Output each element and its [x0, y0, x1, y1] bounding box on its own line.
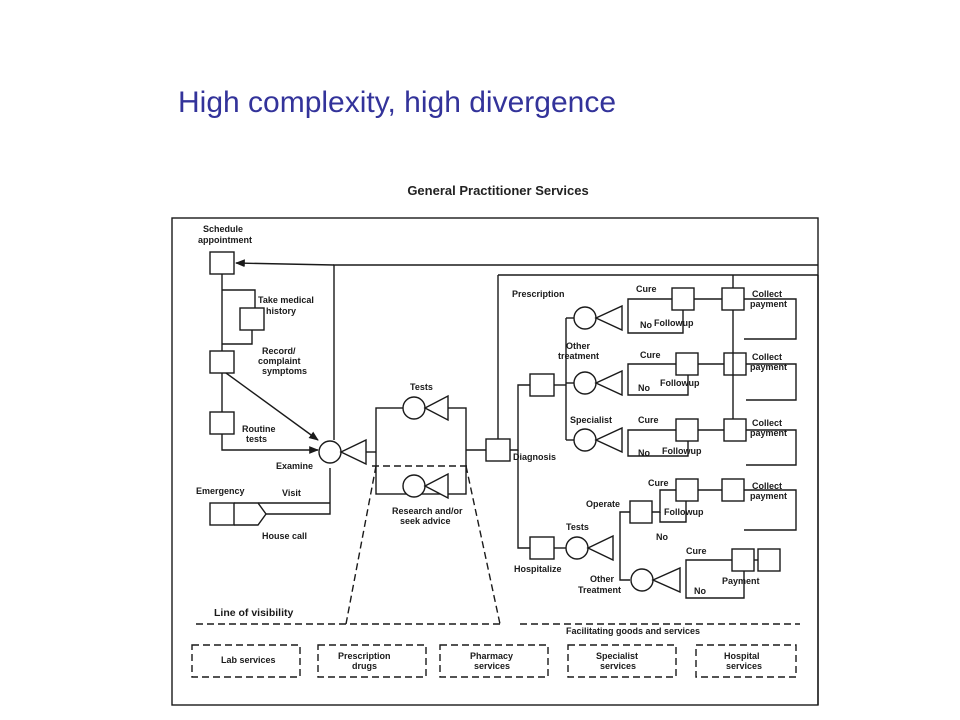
take-history-label: Take medical history	[258, 295, 316, 316]
svg-text:Cure: Cure	[636, 284, 657, 294]
hospital-services-label: Hospital services	[724, 651, 762, 671]
svg-text:No: No	[694, 586, 706, 596]
diagnosis-box	[485, 438, 511, 462]
pharmacy-services-box	[439, 644, 549, 678]
other-treatment-label: Other treatment	[558, 341, 599, 361]
treatment-box	[529, 373, 555, 397]
tests-triangle	[423, 394, 449, 422]
slide-title: High complexity, high divergence	[178, 86, 617, 119]
take-history-box	[239, 307, 265, 331]
hospital-other-treatment-label: Other Treatment	[578, 574, 621, 595]
specialist-label: Specialist	[570, 415, 612, 425]
svg-text:Payment: Payment	[722, 576, 760, 586]
emergency-box	[209, 502, 235, 526]
research-node	[402, 474, 426, 498]
svg-text:Followup: Followup	[660, 378, 700, 388]
other-treatment-row	[566, 352, 747, 397]
research-advice-label: Research and/or seek advice	[392, 506, 465, 526]
specialist-row	[566, 418, 747, 457]
svg-text:Cure: Cure	[638, 415, 659, 425]
operate-label: Operate	[586, 499, 620, 509]
prescription-label: Prescription	[512, 289, 565, 299]
routine-tests-label: Routine tests	[242, 424, 278, 444]
routine-tests-box	[209, 411, 235, 435]
svg-text:No: No	[640, 320, 652, 330]
emergency-label: Emergency	[196, 486, 245, 496]
svg-text:No: No	[638, 448, 650, 458]
diagnosis-label: Diagnosis	[513, 452, 556, 462]
hospitalize-label: Hospitalize	[514, 564, 562, 574]
svg-text:Cure: Cure	[640, 350, 661, 360]
svg-text:Cure: Cure	[686, 546, 707, 556]
svg-text:No: No	[638, 383, 650, 393]
pharmacy-services-label: Pharmacy services	[470, 651, 516, 671]
schedule-appointment-box	[209, 251, 235, 275]
hospitalize-box	[529, 536, 555, 560]
research-triangle	[423, 472, 449, 500]
prescription-drugs-label: Prescription drugs	[338, 651, 393, 671]
specialist-services-label: Specialist services	[596, 651, 641, 671]
lab-services-label: Lab services	[221, 655, 276, 665]
svg-text:Followup: Followup	[662, 446, 702, 456]
house-call-label: House call	[262, 531, 307, 541]
svg-text:Followup: Followup	[654, 318, 694, 328]
facilitating-services: Lab services Prescription drugs Pharmacy…	[191, 644, 797, 678]
line-of-visibility-label: Line of visibility	[214, 607, 294, 619]
hospital-services-box	[695, 644, 797, 678]
visit-label: Visit	[282, 488, 301, 498]
examine-node	[318, 440, 342, 464]
specialist-services-box	[567, 644, 677, 678]
tests-label: Tests	[410, 382, 433, 392]
prescription-drugs-box	[317, 644, 427, 678]
record-complaint-box	[209, 350, 235, 374]
svg-text:Followup: Followup	[664, 507, 704, 517]
diagram-title: General Practitioner Services	[407, 183, 589, 198]
hospital-tests-node	[565, 536, 589, 560]
schedule-appointment-label: Schedule appointment	[198, 224, 252, 245]
lab-services-box	[191, 644, 301, 678]
hospital-other-row: Cure No Payment	[630, 546, 781, 599]
svg-text:Cure: Cure	[648, 478, 669, 488]
hospital-tests-label: Tests	[566, 522, 589, 532]
facilitating-label: Facilitating goods and services	[566, 626, 700, 636]
svg-text:No: No	[656, 532, 668, 542]
tests-node	[402, 396, 426, 420]
examine-triangle	[339, 438, 367, 466]
examine-label: Examine	[276, 461, 313, 471]
record-complaint-label: Record/ complaint symptoms	[258, 346, 307, 376]
